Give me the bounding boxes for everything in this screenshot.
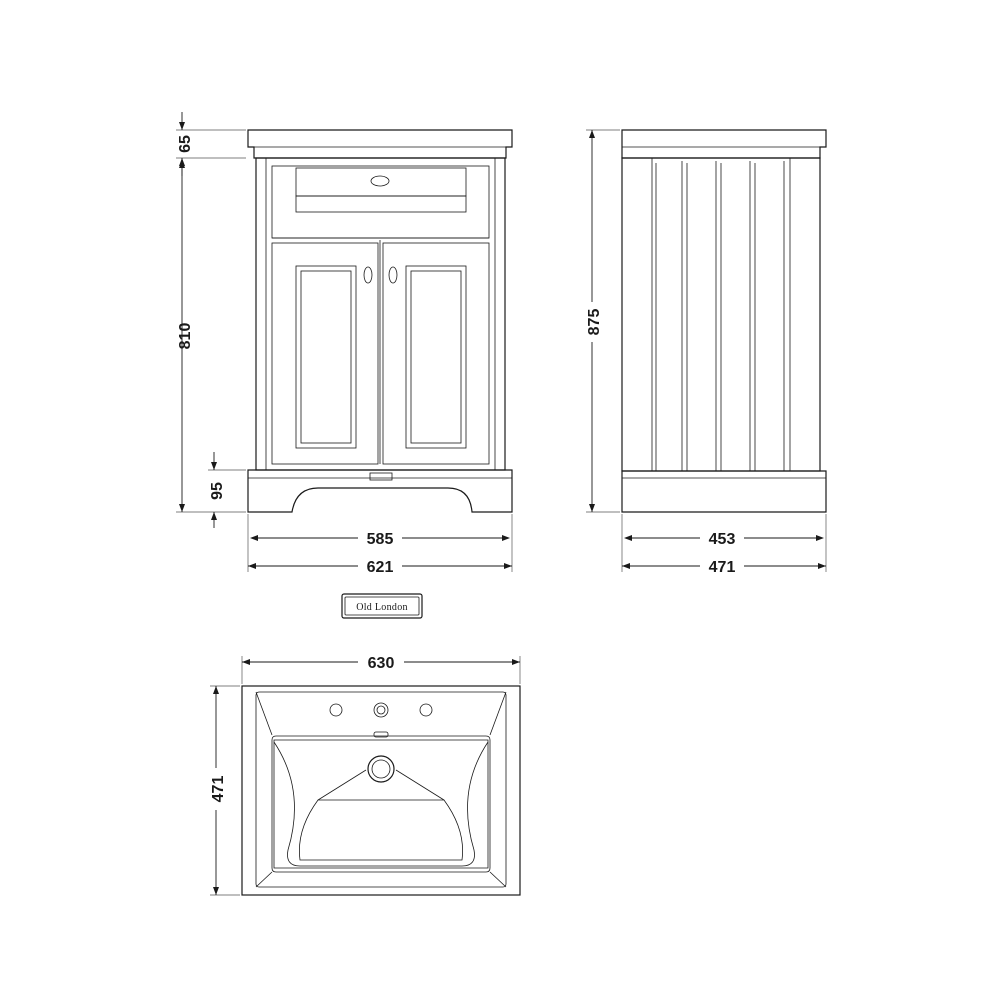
dim-label-65: 65 [177, 135, 194, 153]
front-basin-top [247, 129, 513, 159]
front-plinth [247, 469, 513, 513]
left-door-handle [363, 266, 373, 284]
front-dimensions: 65 810 95 585 621 [176, 112, 513, 576]
old-london-logo: Old London [341, 593, 423, 619]
left-door [271, 242, 379, 465]
dim-label-810: 810 [177, 323, 194, 350]
waste-hole [370, 175, 390, 187]
dim-label-630: 630 [368, 655, 395, 672]
tap-hole-right [419, 703, 433, 717]
dim-label-471-top: 471 [210, 776, 227, 803]
side-plinth [621, 470, 827, 513]
dim-label-453: 453 [709, 531, 736, 548]
logo-text: Old London [356, 602, 408, 613]
bowl-contour [273, 741, 489, 867]
top-view [241, 685, 521, 896]
drawer-panel [271, 165, 490, 239]
dim-label-471-side: 471 [709, 559, 736, 576]
side-tongue-groove-panels [655, 161, 785, 471]
right-door-handle [388, 266, 398, 284]
front-view [247, 129, 513, 513]
dim-label-585: 585 [367, 531, 394, 548]
side-view [621, 129, 827, 513]
brand-plaque [369, 472, 393, 481]
dim-label-621: 621 [367, 559, 394, 576]
side-dimensions: 875 453 471 [586, 129, 827, 576]
dim-label-95: 95 [209, 482, 226, 500]
top-dimensions: 630 471 [210, 655, 521, 896]
basin-bowl [271, 735, 491, 873]
right-door [382, 242, 490, 465]
front-cabinet-body [255, 157, 506, 471]
side-basin-top [621, 129, 827, 159]
overflow-slot [373, 731, 389, 738]
basin-waste [367, 755, 395, 783]
dim-label-875: 875 [586, 309, 603, 336]
tap-hole-center [373, 702, 389, 718]
tap-hole-left [329, 703, 343, 717]
basin-outline [241, 685, 521, 896]
